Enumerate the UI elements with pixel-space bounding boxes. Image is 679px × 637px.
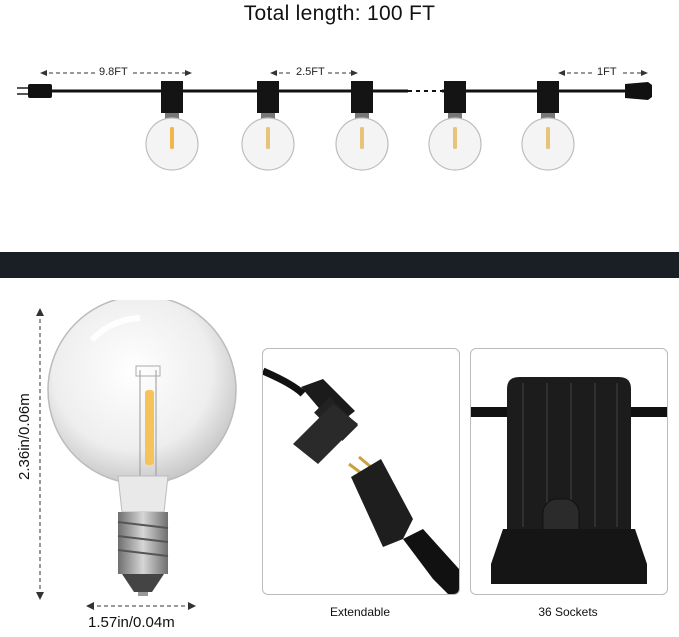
string-bulb: [241, 81, 295, 171]
lead-length-label: 9.8FT: [96, 66, 131, 78]
bulb-width-label: 1.57in/0.04m: [88, 614, 175, 631]
spacing-label: 2.5FT: [293, 66, 328, 78]
plug-connector-illustration: [263, 367, 459, 594]
string-bulb: [145, 81, 199, 171]
bulb-closeup: [36, 300, 237, 610]
string-bulb: [521, 81, 575, 171]
string-bulb: [335, 81, 389, 171]
extendable-panel: [262, 348, 460, 595]
socket-illustration: [471, 377, 667, 584]
total-length-title: Total length: 100 FT: [243, 2, 436, 25]
extendable-caption: Extendable: [329, 605, 391, 619]
sockets-caption: 36 Sockets: [538, 605, 598, 619]
string-bulb: [428, 81, 482, 171]
bulb-height-label: 2.36in/0.06m: [16, 393, 33, 480]
tail-length-label: 1FT: [594, 66, 620, 78]
sockets-panel: [470, 348, 668, 595]
divider-band: [0, 252, 679, 278]
string-light-diagram: [17, 70, 652, 171]
